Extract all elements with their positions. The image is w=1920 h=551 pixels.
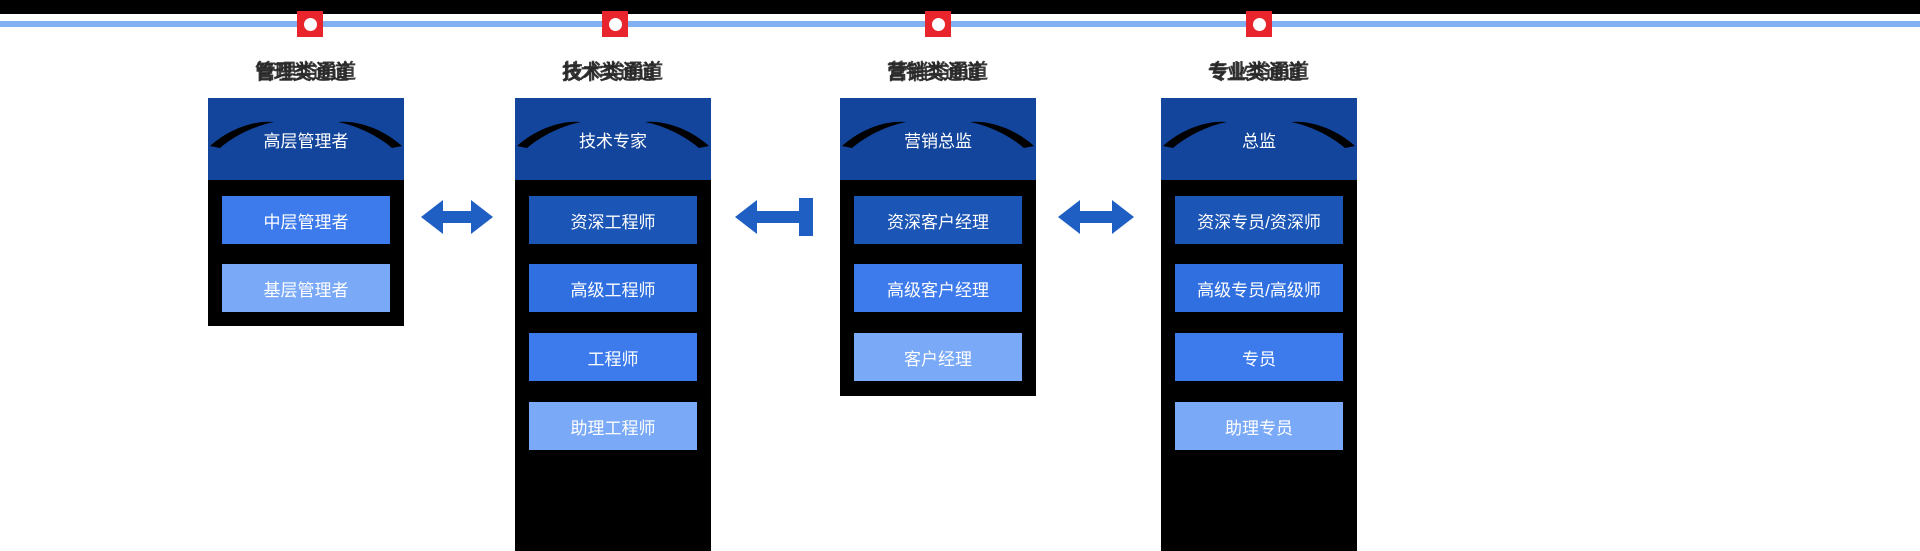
top-marker-dot[interactable]	[925, 11, 951, 37]
marker-center-dot-icon	[931, 17, 945, 31]
ladder-rung[interactable]: 助理专员	[1175, 402, 1343, 450]
column-title-text: 技术类通道	[563, 61, 663, 83]
ladder-rung[interactable]: 资深客户经理	[854, 196, 1022, 244]
ladder-rung[interactable]: 总监	[1161, 98, 1357, 180]
career-column-professional: 专业类通道专业类通道总监资深专员/资深师高级专员/高级师专员助理专员	[1129, 0, 1389, 551]
rung-label: 工程师	[587, 349, 639, 369]
top-marker-dot[interactable]	[1246, 11, 1272, 37]
ladder-rung[interactable]: 专员	[1175, 333, 1343, 381]
top-blue-rule	[0, 21, 1920, 27]
left-arrow-icon	[735, 198, 813, 236]
ladder-rung[interactable]: 客户经理	[854, 333, 1022, 381]
rung-label: 中层管理者	[263, 212, 349, 232]
marker-center-dot-icon	[1252, 17, 1266, 31]
rung-label: 高级专员/高级师	[1197, 280, 1321, 300]
ladder-rung[interactable]: 基层管理者	[222, 264, 390, 312]
column-title-text: 营销类通道	[888, 61, 988, 83]
rung-label: 资深客户经理	[887, 212, 989, 232]
rung-label: 高层管理者	[263, 131, 349, 151]
top-marker-dot[interactable]	[602, 11, 628, 37]
rung-label: 资深工程师	[570, 212, 656, 232]
double-arrow-icon	[421, 200, 493, 234]
ladder-rung[interactable]: 工程师	[529, 333, 697, 381]
career-column-marketing: 营销类通道营销类通道营销总监资深客户经理高级客户经理客户经理	[808, 0, 1068, 551]
rung-label: 客户经理	[904, 349, 972, 369]
marker-center-dot-icon	[608, 17, 622, 31]
column-title-professional: 专业类通道专业类通道	[1129, 55, 1389, 84]
ladder-rung[interactable]: 技术专家	[515, 98, 711, 180]
ladder-rung[interactable]: 高级客户经理	[854, 264, 1022, 312]
career-column-management: 管理类通道管理类通道高层管理者中层管理者基层管理者	[176, 0, 436, 551]
column-title-text: 管理类通道	[256, 61, 356, 83]
column-title-management: 管理类通道管理类通道	[176, 55, 436, 84]
ladder-rung[interactable]: 高级专员/高级师	[1175, 264, 1343, 312]
rung-label: 基层管理者	[263, 280, 349, 300]
ladder-rung[interactable]: 助理工程师	[529, 402, 697, 450]
ladder-rung[interactable]: 高级工程师	[529, 264, 697, 312]
ladder-rung[interactable]: 资深专员/资深师	[1175, 196, 1343, 244]
career-column-technical: 技术类通道技术类通道技术专家资深工程师高级工程师工程师助理工程师	[483, 0, 743, 551]
top-marker-dot[interactable]	[297, 11, 323, 37]
rung-label: 高级客户经理	[887, 280, 989, 300]
rung-label: 资深专员/资深师	[1197, 212, 1321, 232]
top-black-bar	[0, 0, 1920, 14]
column-title-technical: 技术类通道技术类通道	[483, 55, 743, 84]
rung-label: 助理专员	[1225, 418, 1293, 438]
double-arrow-icon	[1058, 200, 1134, 234]
rung-label: 助理工程师	[570, 418, 656, 438]
column-title-marketing: 营销类通道营销类通道	[808, 55, 1068, 84]
column-title-text: 专业类通道	[1209, 61, 1309, 83]
ladder-rung[interactable]: 资深工程师	[529, 196, 697, 244]
ladder-rung[interactable]: 中层管理者	[222, 196, 390, 244]
rung-label: 总监	[1242, 131, 1276, 151]
rung-label: 高级工程师	[570, 280, 656, 300]
ladder-rung[interactable]: 高层管理者	[208, 98, 404, 180]
ladder-rung[interactable]: 营销总监	[840, 98, 1036, 180]
rung-label: 营销总监	[904, 131, 972, 151]
rung-label: 专员	[1242, 349, 1276, 369]
rung-label: 技术专家	[579, 131, 647, 151]
marker-center-dot-icon	[303, 17, 317, 31]
